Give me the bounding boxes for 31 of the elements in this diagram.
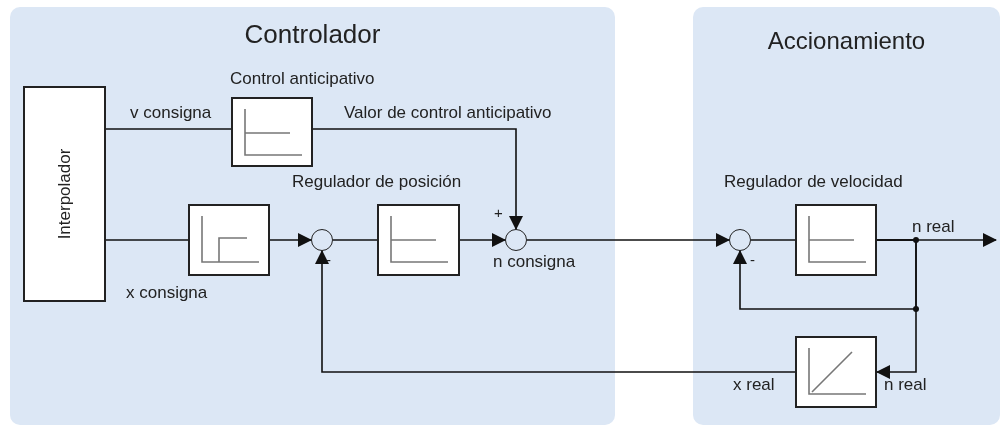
signal-arrow (459, 233, 506, 247)
signal-arrow (876, 239, 917, 379)
signal-line (332, 239, 378, 241)
signal-label: n real (884, 375, 927, 395)
system-panel (10, 7, 615, 425)
signal-label: n consigna (493, 252, 576, 272)
block-label: Interpolador (54, 148, 75, 240)
signal-label: Valor de control anticipativo (344, 103, 552, 123)
panel-title: Accionamiento (766, 27, 927, 55)
signal-line (105, 239, 189, 241)
signal-label: x real (733, 375, 775, 395)
block-title: Regulador de velocidad (724, 172, 903, 192)
signal-label: n real (912, 217, 955, 237)
signal-arrow (269, 233, 312, 247)
signal-line (105, 128, 232, 130)
block-title: Regulador de posición (292, 172, 462, 192)
signal-arrow (312, 128, 523, 230)
sign-label: - (750, 250, 755, 270)
sign-label: + (494, 203, 503, 223)
signal-line (750, 239, 796, 241)
block-title: Control anticipativo (230, 69, 375, 89)
system-panel (693, 7, 1000, 425)
interpolator-block (23, 86, 106, 302)
sign-label: - (326, 250, 331, 270)
transfer-function-block (188, 204, 270, 276)
signal-label: x consigna (126, 283, 208, 303)
transfer-function-block (795, 336, 877, 408)
signal-arrow (526, 233, 730, 247)
panel-title: Controlador (243, 19, 382, 50)
signal-arrow (315, 250, 796, 373)
signal-label: v consigna (130, 103, 212, 123)
